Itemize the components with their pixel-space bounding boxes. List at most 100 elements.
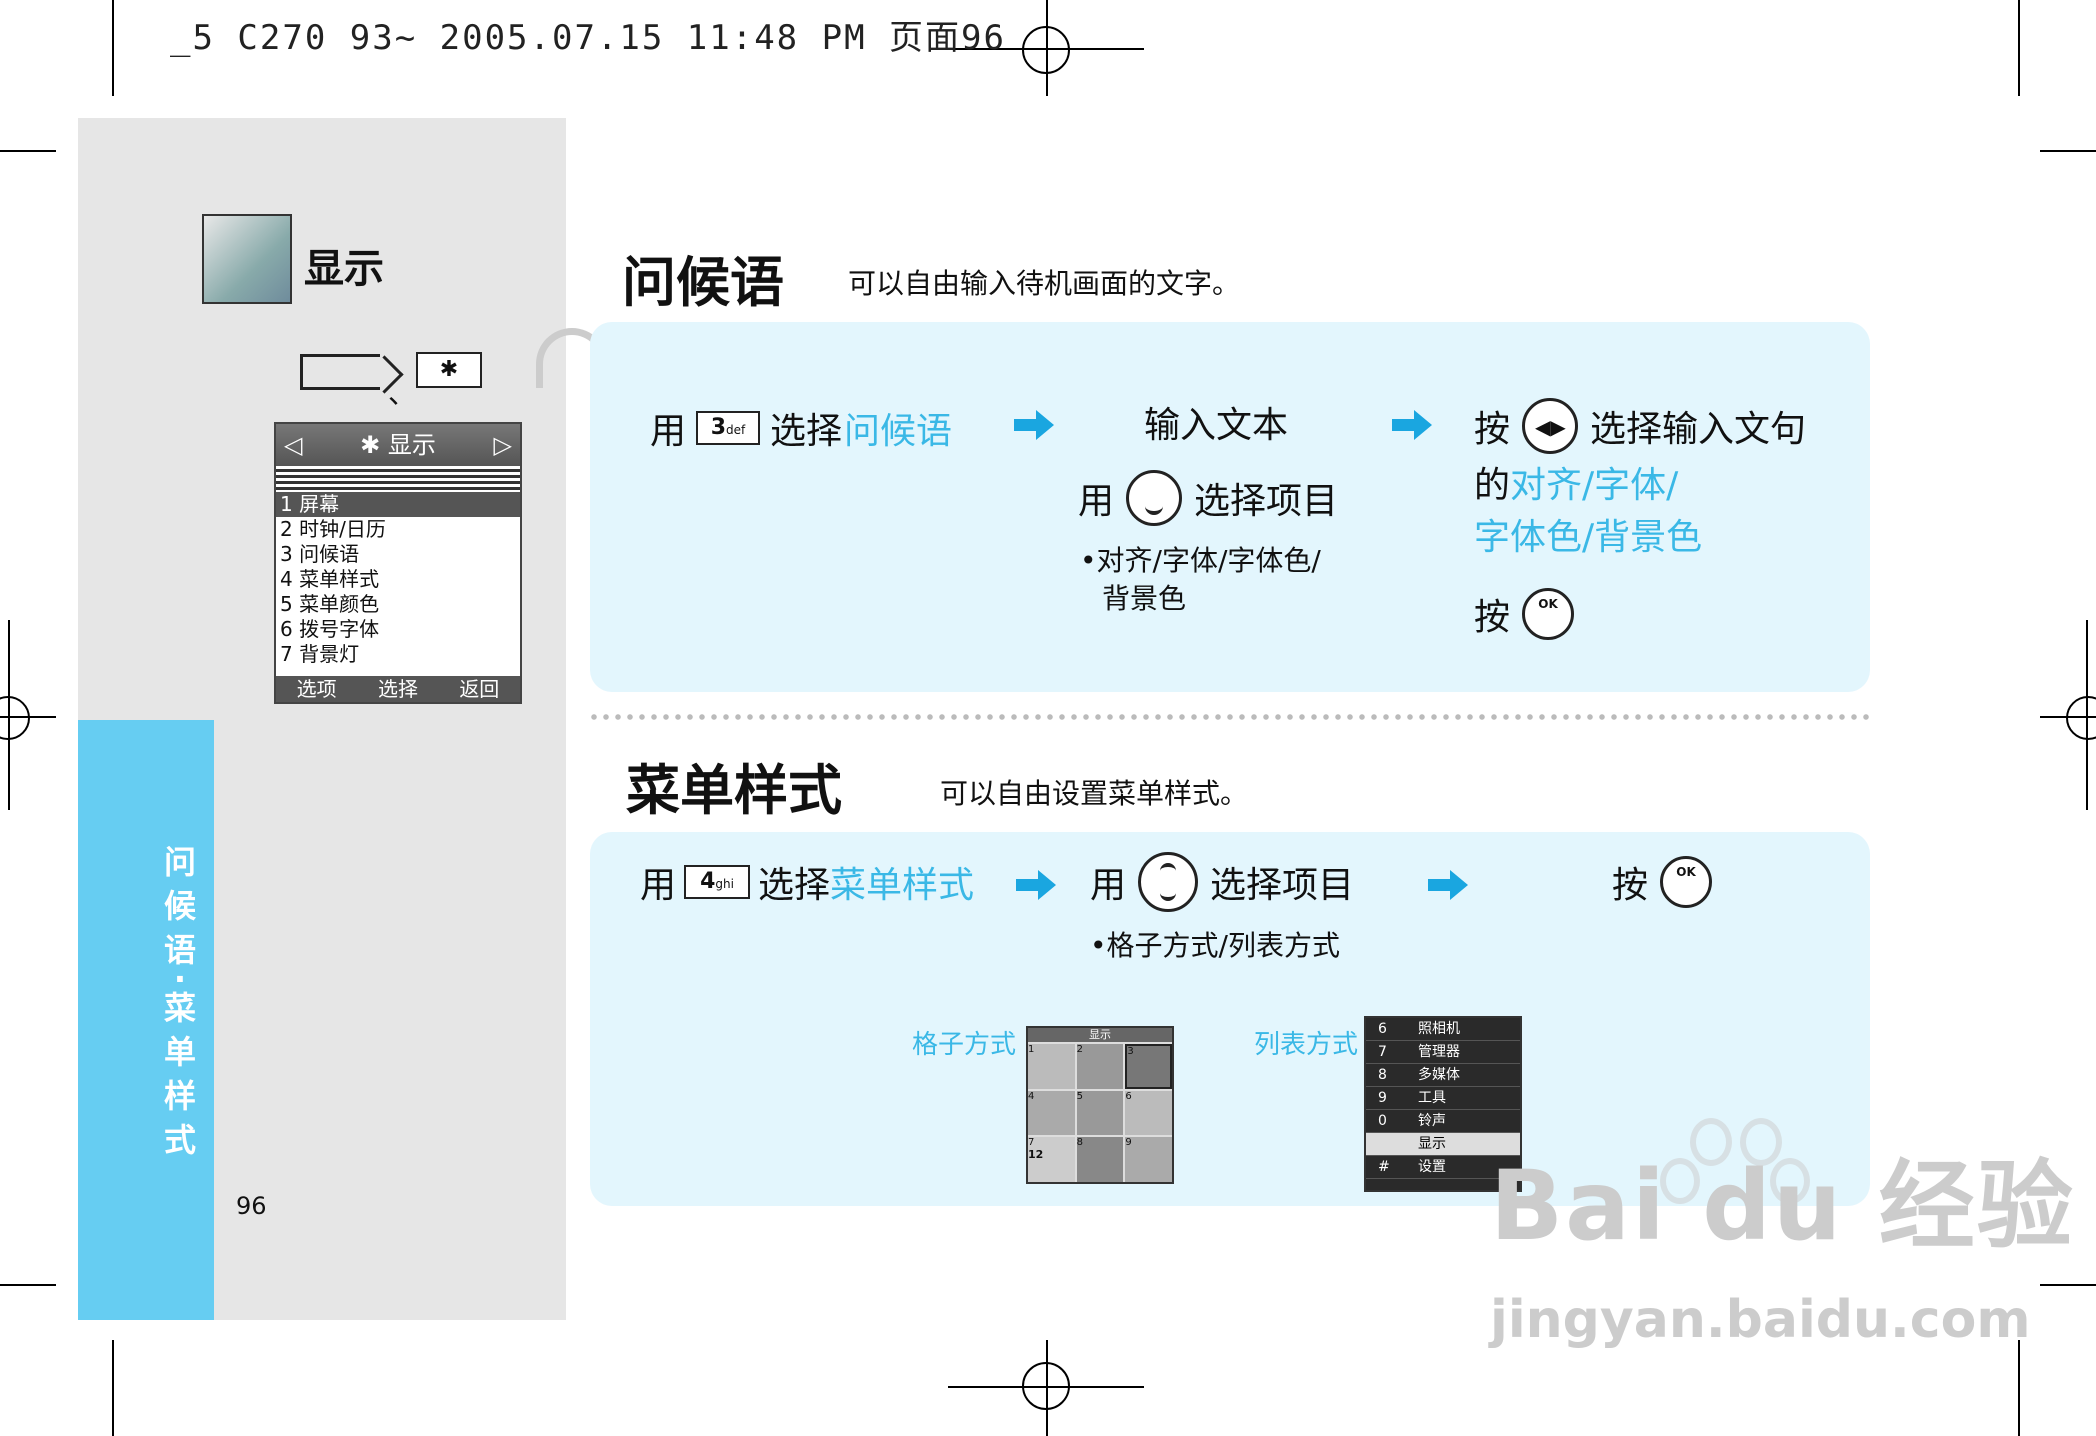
greeting-description: 可以自由输入待机画面的文字。	[848, 267, 1241, 300]
greeting-step1: 用 3def 选择 问候语	[650, 402, 952, 454]
step-text: 选择	[758, 865, 831, 906]
phone-menu-header: ◁ ✱ 显示 ▷	[276, 424, 520, 466]
greeting-step2: 用 选择项目	[1078, 470, 1338, 526]
left-softkey-icon	[300, 354, 380, 390]
step-text: 用	[1090, 865, 1127, 906]
phone-menu-title: ✱ 显示	[360, 431, 436, 459]
grid-cell: 8	[1076, 1137, 1124, 1182]
grid-cell: 9	[1125, 1137, 1172, 1182]
star-key-icon: ✱	[416, 352, 482, 388]
page-number: 96	[236, 1192, 267, 1220]
phone-menu-item: 6 拨号字体	[280, 617, 380, 641]
section-title: 显示	[304, 246, 384, 292]
greeting-step4: 按 OK	[1474, 588, 1575, 640]
arrow-right-icon	[1014, 410, 1054, 440]
step-highlight: 字体色/背景色	[1474, 517, 1703, 558]
greeting-step2-title: 输入文本	[1144, 405, 1289, 446]
step-text: 选择	[770, 411, 843, 452]
bullet-line: •对齐/字体/字体色/	[1080, 544, 1321, 577]
crop-mark	[2018, 1340, 2020, 1436]
phone-softkey-bar: 选项 选择 返回	[276, 676, 520, 702]
registration-mark	[2066, 696, 2096, 740]
separator: 、	[388, 377, 417, 410]
step-text: 按	[1474, 409, 1511, 450]
step-text: 按	[1474, 597, 1511, 638]
menu-style-step2-bullet: •格子方式/列表方式	[1090, 929, 1340, 962]
phone-menu-item: 4 菜单样式	[280, 567, 380, 591]
greeting-step2-bullet: •对齐/字体/字体色/ 背景色	[1080, 542, 1321, 618]
phone-menu-item: 1 屏幕	[276, 492, 520, 517]
arrow-right-icon	[1428, 870, 1468, 900]
phone-menu-item: 5 菜单颜色	[280, 592, 380, 616]
grid-cell: 4	[1028, 1090, 1075, 1136]
greeting-step3-options: 的对齐/字体/ 字体色/背景色	[1474, 460, 1702, 564]
nav-up-down-icon	[1138, 852, 1199, 912]
crop-mark	[112, 1340, 114, 1436]
step-text: 选择项目	[1210, 865, 1355, 906]
print-header: _5 C270 93~ 2005.07.15 11:48 PM 页面96	[170, 18, 1006, 58]
section-divider	[588, 714, 1870, 720]
phone-menu-item: 7 背景灯	[280, 642, 360, 666]
list-preview-item: #设置	[1366, 1156, 1520, 1179]
phone-menu-item: 2 时钟/日历	[280, 517, 386, 541]
menu-style-heading: 菜单样式	[626, 759, 842, 822]
softkey-options: 选项	[296, 677, 337, 701]
grid-cell: 1	[1028, 1044, 1075, 1089]
step-text: 选择项目	[1194, 481, 1339, 522]
phone-menu-screen: ◁ ✱ 显示 ▷ 1 屏幕 2 时钟/日历 3 问候语 4 菜单样式 5 菜单颜…	[274, 422, 522, 704]
key-4-icon: 4ghi	[684, 865, 751, 899]
crop-mark	[0, 150, 56, 152]
step-text: 的	[1474, 465, 1511, 506]
list-mode-label: 列表方式	[1254, 1030, 1359, 1060]
right-arrow-icon: ▷	[493, 431, 512, 459]
registration-mark	[1022, 1362, 1070, 1410]
left-arrow-icon: ◁	[284, 431, 303, 459]
menu-style-description: 可以自由设置菜单样式。	[940, 777, 1249, 810]
star-key-label: ✱	[439, 357, 459, 382]
arrow-right-icon	[1016, 870, 1056, 900]
step-highlight: 问候语	[844, 411, 953, 452]
ok-button-icon: OK	[1660, 856, 1713, 908]
phone-menu-divider	[276, 466, 520, 492]
softkey-select: 选择	[377, 677, 418, 701]
grid-mode-label: 格子方式	[912, 1030, 1017, 1060]
step-text: 按	[1612, 865, 1649, 906]
phone-menu-list: 1 屏幕 2 时钟/日历 3 问候语 4 菜单样式 5 菜单颜色 6 拨号字体 …	[276, 492, 520, 667]
section-tab	[78, 720, 214, 1320]
step-highlight: 对齐/字体/	[1510, 465, 1679, 506]
paw-logo-icon	[1660, 1118, 1810, 1238]
step-text: 用	[640, 865, 677, 906]
softkey-back: 返回	[459, 677, 500, 701]
grid-cell: 2	[1076, 1044, 1124, 1089]
menu-style-step2: 用 选择项目	[1090, 852, 1354, 912]
crop-mark	[0, 1284, 56, 1286]
step-text: 用	[650, 411, 687, 452]
list-preview-item: 显示	[1366, 1133, 1520, 1156]
step-highlight: 菜单样式	[830, 865, 975, 906]
watermark-url: jingyan.baidu.com	[1490, 1290, 2031, 1350]
ok-button-icon: OK	[1522, 588, 1575, 640]
registration-mark	[1022, 26, 1070, 74]
crop-mark	[2040, 150, 2096, 152]
step-text: 选择输入文句	[1590, 409, 1807, 450]
greeting-step3: 按 ◀▶ 选择输入文句	[1474, 398, 1806, 454]
step-text: 用	[1078, 481, 1115, 522]
nav-left-right-icon: ◀▶	[1522, 398, 1579, 454]
grid-cell: 3	[1125, 1044, 1172, 1089]
bullet-line: 背景色	[1102, 582, 1187, 615]
grid-preview-header: 显示	[1028, 1028, 1172, 1042]
menu-style-step3: 按 OK	[1612, 856, 1713, 908]
section-tab-label: 问 候 语 · 菜 单 样 式	[163, 843, 196, 1159]
nav-down-icon	[1126, 470, 1183, 526]
greeting-heading: 问候语	[622, 251, 784, 314]
phone-menu-item: 3 问候语	[280, 542, 360, 566]
greeting-panel	[590, 322, 1870, 692]
